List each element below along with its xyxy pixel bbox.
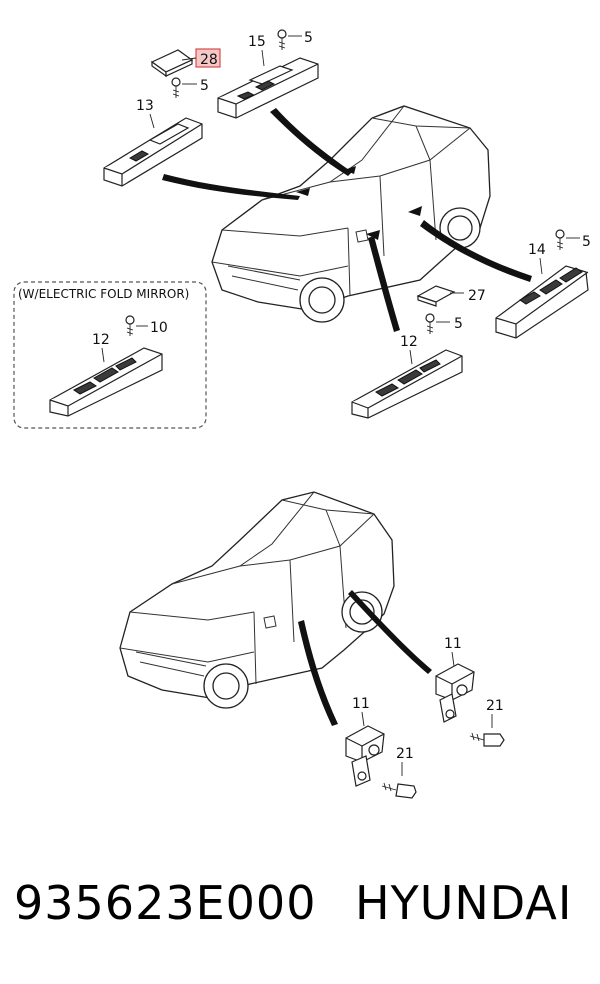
bolt-21-right [469, 732, 505, 747]
part-12-switch-inset [49, 347, 163, 417]
brand-name: HYUNDAI [355, 876, 573, 930]
part-15-switch-panel [217, 57, 319, 119]
screw-5-top [277, 29, 287, 50]
callout-5-left: 5 [200, 78, 209, 94]
callout-12-right: 12 [400, 334, 418, 350]
callout-5-top: 5 [304, 30, 313, 46]
callout-11-left: 11 [352, 696, 370, 712]
callout-13: 13 [136, 98, 154, 114]
callout-15: 15 [248, 34, 266, 50]
callout-21-right: 21 [486, 698, 504, 714]
vehicle-front-door-view [211, 105, 491, 323]
arrow-front-lock [298, 620, 338, 726]
callout-28: 28 [200, 52, 218, 68]
arrow-part12-to-door [368, 236, 400, 332]
part-11-door-lock-right [435, 663, 475, 723]
callout-11-right: 11 [444, 636, 462, 652]
callout-27: 27 [468, 288, 486, 304]
callout-10: 10 [150, 320, 168, 336]
arrow-part13-to-door [162, 174, 300, 200]
part-13-switch-panel [103, 117, 203, 187]
arrow-part15-to-door [270, 108, 352, 176]
callout-21-left: 21 [396, 746, 414, 762]
part-27-pad [416, 285, 456, 307]
inset-electric-fold-mirror [13, 281, 207, 429]
screw-5-right [555, 229, 565, 250]
part-14-switch-panel [495, 265, 589, 339]
inset-label: (W/ELECTRIC FOLD MIRROR) [18, 287, 189, 301]
part-11-door-lock-left [345, 725, 385, 787]
arrow-part14-to-door [420, 220, 532, 282]
part-28-pad [150, 49, 194, 78]
arrow-rear-lock [348, 590, 432, 674]
bolt-21-left [381, 782, 417, 799]
callout-14: 14 [528, 242, 546, 258]
callout-12-inset: 12 [92, 332, 110, 348]
screw-10 [125, 315, 135, 336]
part-number: 935623E000 [14, 876, 317, 930]
screw-5-left [171, 77, 181, 98]
screw-5-mid [425, 313, 435, 334]
callout-5-mid: 5 [454, 316, 463, 332]
callout-5-right: 5 [582, 234, 591, 250]
vehicle-door-lock-view [119, 491, 395, 709]
part-12-switch-right [351, 349, 463, 419]
